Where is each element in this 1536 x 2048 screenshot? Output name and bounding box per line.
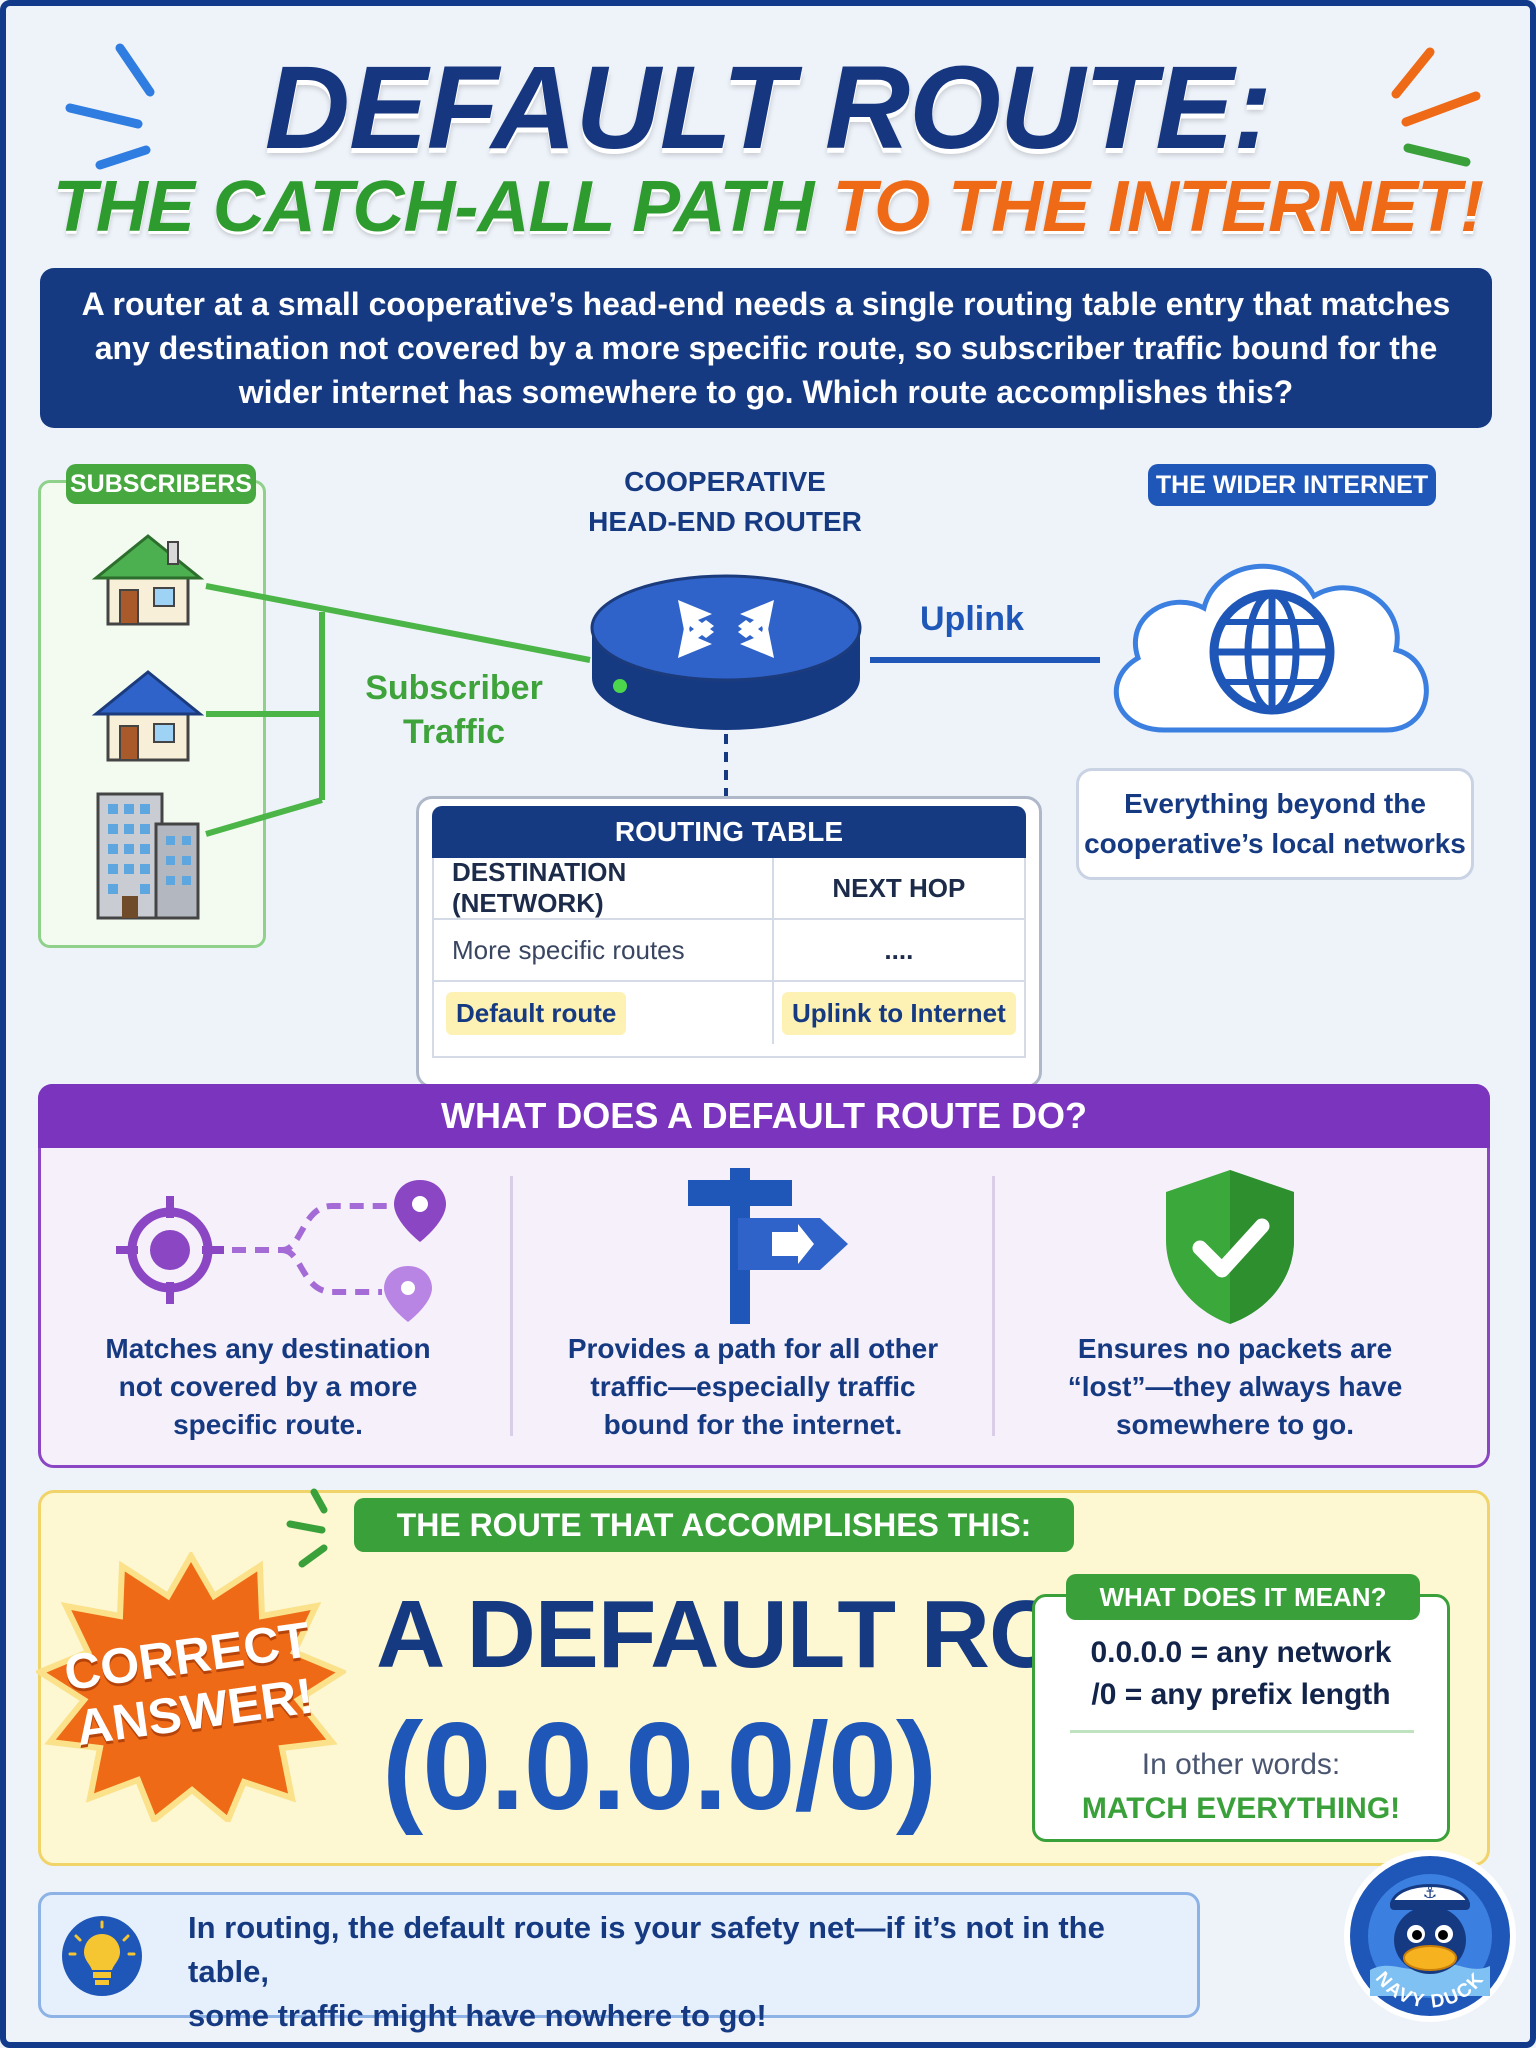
feature-1-line2: not covered by a more (118, 1371, 418, 1402)
shield-check-icon (1166, 1170, 1294, 1324)
meaning-line1: 0.0.0.0 = any network (1090, 1636, 1392, 1669)
feature-divider (510, 1176, 513, 1436)
tip-line1: In routing, the default route is your sa… (188, 1910, 1105, 1989)
apartment-building-icon (96, 792, 200, 920)
features-heading: WHAT DOES A DEFAULT ROUTE DO? (38, 1084, 1490, 1148)
navy-duck-mascot-icon: ⚓ NAVY DUCK (1344, 1850, 1516, 2022)
feature-2-line3: bound for the internet. (603, 1409, 903, 1440)
target-path-icon (116, 1180, 446, 1322)
subtitle: THE CATCH-ALL PATH TO THE INTERNET! (0, 166, 1536, 248)
meaning-box (1032, 1594, 1450, 1842)
subscriber-traffic-line1: Subscriber (365, 669, 543, 707)
question-banner: A router at a small cooperative’s head-e… (40, 268, 1492, 428)
table-cell: Uplink to Internet (774, 982, 1024, 1044)
router-label-line1: COOPERATIVE (624, 466, 826, 497)
table-cell: More specific routes (434, 920, 774, 982)
title-burst-left (65, 43, 155, 170)
routing-table: DESTINATION (NETWORK) NEXT HOP More spec… (432, 857, 1026, 1058)
table-cell: Default route (434, 982, 774, 1044)
answer-burst-lines (286, 1488, 328, 1568)
tip-line2: some traffic might have nowhere to go! (188, 1998, 767, 2033)
feature-text-2: Provides a path for all other traffic—es… (548, 1330, 958, 1444)
match-everything-text: MATCH EVERYTHING! (1081, 1792, 1401, 1825)
other-words-text: In other words: (1141, 1748, 1341, 1781)
router-label-line2: HEAD-END ROUTER (588, 506, 862, 537)
tip-text: In routing, the default route is your sa… (188, 1906, 1188, 2038)
route-answer-label: THE ROUTE THAT ACCOMPLISHES THIS: (354, 1498, 1074, 1552)
wider-internet-label: THE WIDER INTERNET (1148, 464, 1436, 506)
table-header-next-hop: NEXT HOP (773, 858, 1024, 920)
feature-3-line3: somewhere to go. (1115, 1409, 1355, 1440)
default-route-cell: Default route (446, 991, 627, 1035)
feature-3-line2: “lost”—they always have (1067, 1371, 1403, 1402)
answer-address: (0.0.0.0/0) (382, 1698, 937, 1836)
meaning-divider (1070, 1730, 1414, 1733)
table-row: Default route Uplink to Internet (434, 982, 1024, 1044)
table-header-destination: DESTINATION (NETWORK) (434, 857, 774, 920)
svg-text:⚓: ⚓ (1423, 1883, 1437, 1902)
tip-panel (38, 1892, 1200, 2018)
signpost-icon (688, 1168, 848, 1324)
connection-lines (205, 583, 1100, 837)
feature-text-3: Ensures no packets are “lost”—they alway… (1030, 1330, 1440, 1444)
subtitle-part1: THE CATCH-ALL PATH (52, 167, 815, 247)
house-blue-icon (91, 670, 205, 762)
meaning-line2: /0 = any prefix length (1091, 1678, 1391, 1711)
uplink-next-hop-cell: Uplink to Internet (781, 991, 1016, 1035)
router-icon (590, 574, 862, 730)
main-title: DEFAULT ROUTE: (264, 42, 1272, 174)
routing-table-title: ROUTING TABLE (432, 806, 1026, 858)
table-row: More specific routes .... (434, 920, 1024, 982)
uplink-label: Uplink (920, 600, 1024, 638)
title-burst-right (1391, 47, 1481, 167)
feature-1-line1: Matches any destination (105, 1333, 431, 1364)
subscribers-label: SUBSCRIBERS (66, 464, 256, 504)
feature-3-line1: Ensures no packets are (1077, 1333, 1393, 1364)
feature-2-line1: Provides a path for all other (567, 1333, 939, 1364)
cloud-caption: Everything beyond the cooperative’s loca… (1076, 768, 1474, 880)
correct-answer-starburst (36, 1552, 346, 1822)
subscriber-traffic-line2: Traffic (402, 713, 506, 751)
table-cell: .... (773, 920, 1024, 982)
house-green-icon (91, 534, 205, 626)
feature-text-1: Matches any destination not covered by a… (68, 1330, 468, 1444)
cloud-globe-icon (1113, 563, 1429, 733)
lightbulb-icon (62, 1916, 142, 1996)
cloud-caption-line2: cooperative’s local networks (1084, 828, 1466, 859)
router-label: COOPERATIVE HEAD-END ROUTER (560, 462, 890, 542)
meaning-label: WHAT DOES IT MEAN? (1066, 1574, 1420, 1620)
subtitle-part2: TO THE INTERNET! (832, 167, 1484, 247)
feature-divider (992, 1176, 995, 1436)
table-row: DESTINATION (NETWORK) NEXT HOP (434, 857, 1024, 920)
feature-2-line2: traffic—especially traffic (590, 1371, 916, 1402)
subscriber-traffic-label: Subscriber Traffic (344, 666, 564, 754)
cloud-caption-line1: Everything beyond the (1124, 788, 1426, 819)
feature-1-line3: specific route. (173, 1409, 363, 1440)
